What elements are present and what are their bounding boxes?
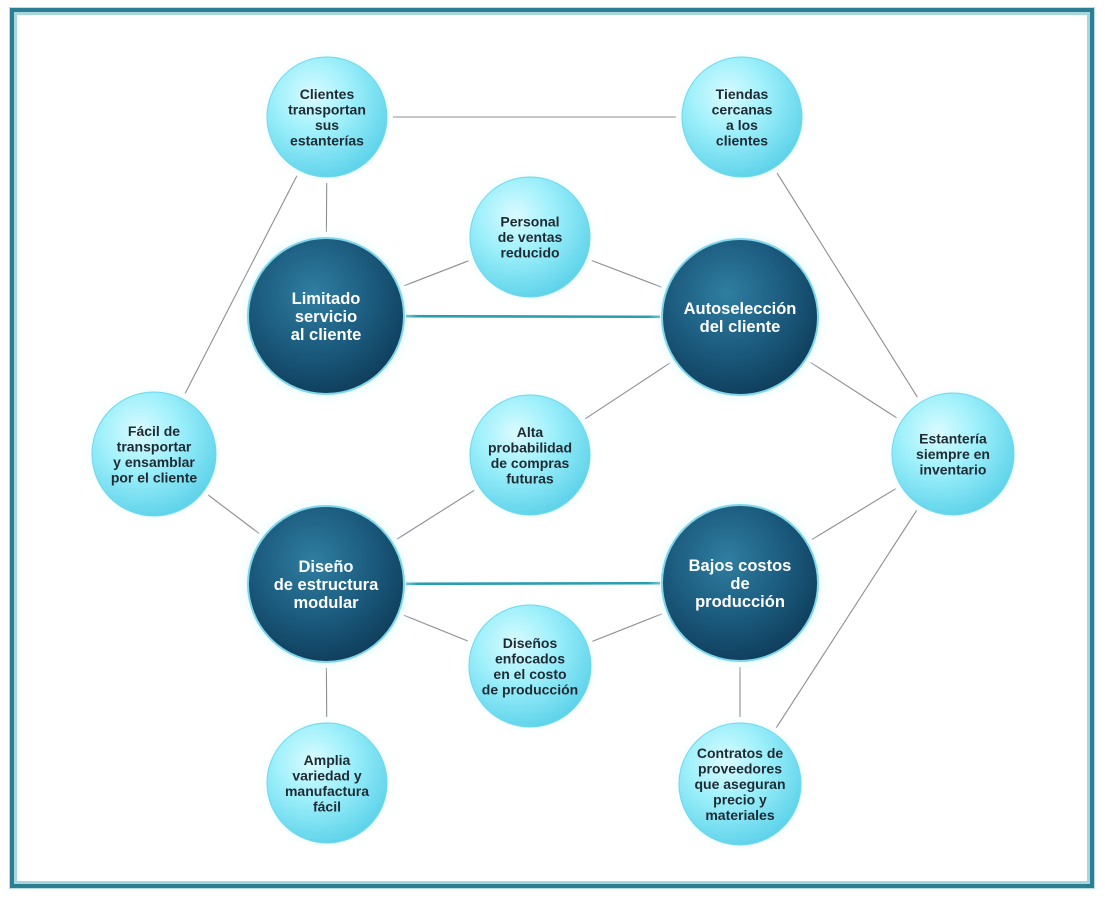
- node-label-line: que aseguran: [694, 776, 785, 792]
- node-label-line: fácil: [313, 798, 341, 814]
- node-label-line: Fácil de: [128, 423, 180, 439]
- node-label-line: Limitado: [292, 290, 361, 308]
- node-label-line: Diseños: [503, 635, 558, 651]
- node-label-line: de: [730, 575, 749, 593]
- node-circle: [91, 391, 217, 517]
- node-label-line: sus: [315, 117, 339, 133]
- edge-diseno_modular-to-disenos_enfocados: [403, 614, 469, 642]
- node-circle: [678, 722, 802, 846]
- node-label-line: producción: [695, 593, 785, 611]
- node-circle: [247, 505, 405, 663]
- node-label-line: proveedores: [698, 761, 782, 777]
- node-label-line: de compras: [491, 455, 570, 471]
- node-label-line: de producción: [482, 681, 578, 697]
- edge-autoseleccion-to-estanteria_inventario: [810, 361, 897, 419]
- node-circle: [681, 56, 803, 178]
- edge-disenos_enfocados-to-bajos_costos: [592, 613, 663, 642]
- node-label-line: probabilidad: [488, 439, 572, 455]
- node-label-line: por el cliente: [111, 469, 198, 485]
- node-label-line: en el costo: [493, 666, 566, 682]
- edge-personal_ventas-to-autoseleccion: [591, 259, 662, 288]
- node-label-line: manufactura: [285, 783, 369, 799]
- node-label-line: Clientes: [300, 86, 355, 102]
- node-label-line: Amplia: [304, 752, 351, 768]
- node-label-line: servicio: [295, 308, 357, 326]
- node-label-line: siempre en: [916, 446, 990, 462]
- node-circle: [468, 604, 592, 728]
- node-label-line: cercanas: [712, 101, 773, 117]
- edge-facil_transportar-to-diseno_modular: [207, 494, 260, 534]
- node-label-line: de ventas: [498, 229, 563, 245]
- node-circle: [469, 176, 591, 298]
- node-label-line: futuras: [506, 470, 554, 486]
- node-label-line: estanterías: [290, 132, 364, 148]
- node-label-line: enfocados: [495, 650, 565, 666]
- node-label-line: al cliente: [291, 326, 362, 344]
- edge-tiendas_cercanas-to-estanteria_inventario: [776, 172, 918, 398]
- edges-layer: [184, 116, 918, 728]
- node-circle: [247, 237, 405, 395]
- node-label-line: precio y: [713, 792, 767, 808]
- edge-diseno_modular-to-bajos_costos: [405, 581, 661, 586]
- node-label-line: clientes: [716, 132, 768, 148]
- node-label-line: modular: [293, 594, 359, 612]
- node-circle: [266, 722, 388, 844]
- node-circle: [469, 394, 591, 516]
- node-circle: [661, 238, 819, 396]
- node-circle: [891, 392, 1015, 516]
- node-label-line: de estructura: [274, 576, 379, 594]
- node-circle: [266, 56, 388, 178]
- node-label-line: y ensamblar: [113, 454, 195, 470]
- edge-contratos_proveedores-to-estanteria_inventario: [775, 510, 918, 728]
- node-label-line: materiales: [705, 807, 774, 823]
- node-label-line: a los: [726, 117, 758, 133]
- node-circle: [661, 504, 819, 662]
- node-label-line: Estantería: [919, 431, 987, 447]
- edge-bajos_costos-to-estanteria_inventario: [811, 488, 896, 540]
- node-label-line: Bajos costos: [689, 557, 792, 575]
- node-label-line: Alta: [517, 424, 544, 440]
- node-label-line: inventario: [920, 462, 987, 478]
- node-label-line: Diseño: [298, 558, 353, 576]
- node-label-line: transportar: [117, 438, 192, 454]
- node-label-line: Personal: [500, 214, 559, 230]
- edge-limitado_servicio-to-personal_ventas: [404, 260, 469, 287]
- edge-alta_probabilidad-to-diseno_modular: [396, 489, 475, 540]
- node-label-line: variedad y: [292, 767, 361, 783]
- node-label-line: Autoselección: [684, 300, 797, 318]
- edge-autoseleccion-to-alta_probabilidad: [584, 362, 671, 420]
- node-label-line: transportan: [288, 101, 366, 117]
- edge-limitado_servicio-to-autoseleccion: [405, 314, 661, 319]
- node-label-line: reducido: [500, 245, 559, 261]
- node-label-line: Contratos de: [697, 745, 784, 761]
- node-label-line: del cliente: [700, 318, 781, 336]
- node-label-line: Tiendas: [716, 86, 769, 102]
